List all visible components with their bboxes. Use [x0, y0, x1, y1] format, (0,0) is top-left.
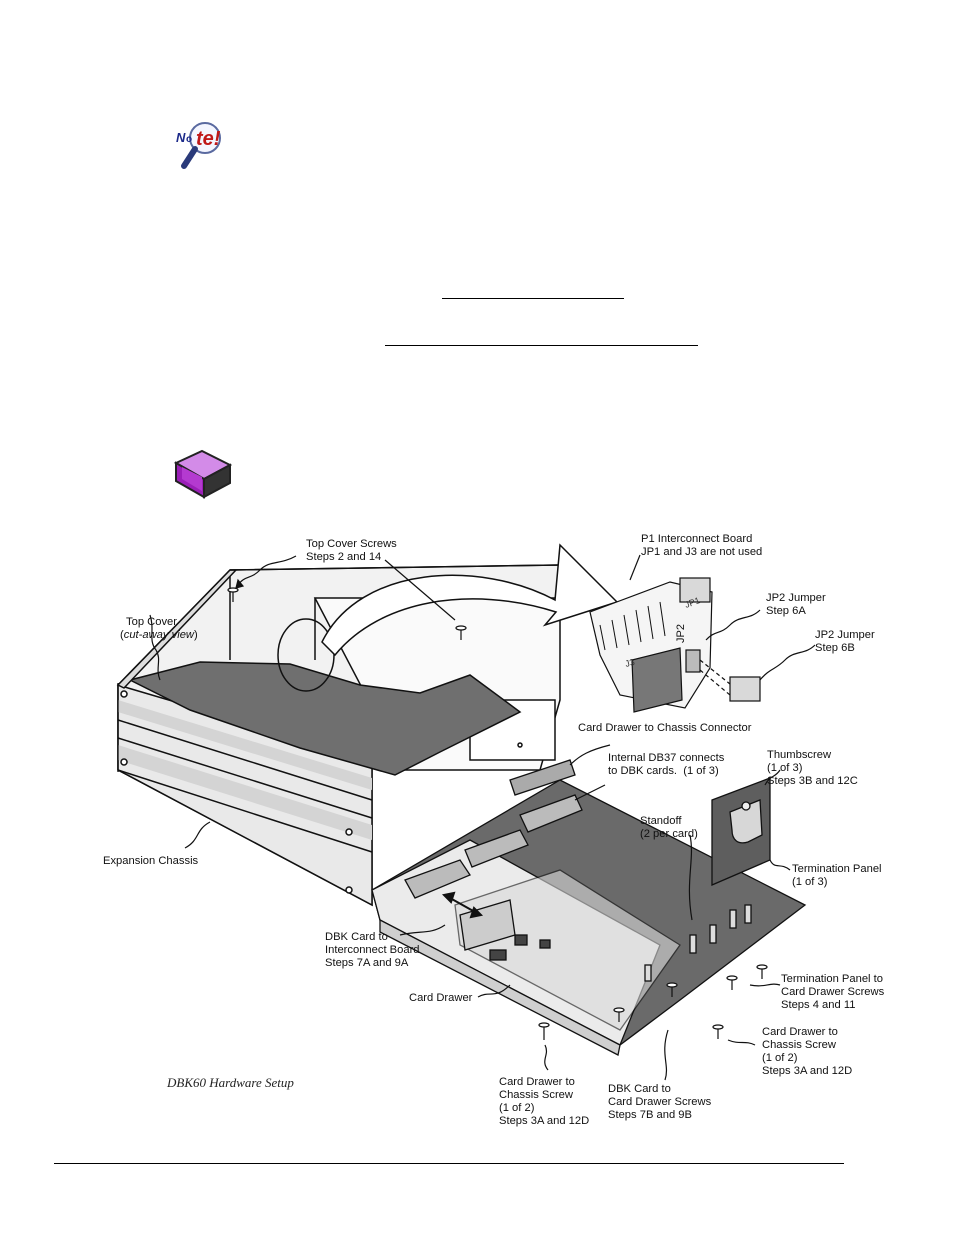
screw [538, 1022, 550, 1040]
label-internal-db37: Internal DB37 connects to DBK cards. (1 … [608, 752, 725, 777]
label-standoff: Standoff (2 per card) [640, 815, 698, 840]
jp1-label: JP1 [683, 595, 701, 610]
svg-text:o: o [186, 134, 192, 145]
label-card-drawer-connector: Card Drawer to Chassis Connector [578, 722, 752, 734]
label-termination-panel: Termination Panel (1 of 3) [792, 863, 882, 888]
screw [455, 625, 467, 640]
text-underline [442, 298, 624, 299]
screw [726, 975, 738, 990]
hardware-setup-diagram: JP1 JP2 J3 [116, 543, 816, 1081]
card-drawer [371, 759, 807, 1056]
label-thumbscrew: Thumbscrew (1 of 3) Steps 3B and 12C [767, 749, 858, 787]
screws [227, 587, 768, 1040]
j3-label: J3 [624, 657, 636, 669]
label-p1-interconnect-board: P1 Interconnect Board JP1 and J3 are not… [641, 533, 763, 558]
screw [666, 982, 678, 997]
screw [227, 587, 239, 602]
label-expansion-chassis: Expansion Chassis [103, 855, 199, 867]
label-top-cover-screws: Top Cover Screws Steps 2 and 14 [306, 538, 397, 563]
footer-rule [54, 1163, 844, 1164]
label-term-panel-screws: Termination Panel to Card Drawer Screws … [781, 973, 885, 1011]
termination-panel [711, 777, 771, 886]
screw [613, 1007, 625, 1022]
label-jp2-jumper-6b: JP2 Jumper Step 6B [815, 629, 875, 654]
label-card-drawer: Card Drawer [409, 992, 473, 1004]
label-dbk-card-drawer-screws: DBK Card to Card Drawer Screws Steps 7B … [608, 1083, 712, 1121]
book-reference-icon [172, 449, 234, 501]
leader-lines [149, 554, 816, 1081]
jp2-label: JP2 [675, 624, 687, 643]
label-dbk-card-interconnect: DBK Card to Interconnect Board Steps 7A … [325, 931, 420, 969]
note-magnifier-icon: N o te! [170, 118, 234, 174]
detail-arrow [321, 543, 619, 657]
label-top-cover: Top Cover(cut-away view) [120, 616, 198, 641]
label-jp2-jumper-6a: JP2 Jumper Step 6A [766, 592, 826, 617]
dbk-card-arrow [441, 891, 484, 919]
text-underline [385, 345, 698, 346]
expansion-chassis [116, 564, 561, 907]
svg-text:N: N [176, 130, 186, 145]
screw [712, 1024, 724, 1039]
figure-caption: DBK60 Hardware Setup [167, 1075, 294, 1090]
p1-interconnect-detail [589, 577, 761, 713]
label-drawer-chassis-screw-right: Card Drawer to Chassis Screw (1 of 2) St… [762, 1026, 853, 1077]
screw [756, 964, 768, 979]
label-drawer-chassis-screw-left: Card Drawer to Chassis Screw (1 of 2) St… [499, 1076, 590, 1127]
svg-text:te!: te! [196, 128, 221, 150]
